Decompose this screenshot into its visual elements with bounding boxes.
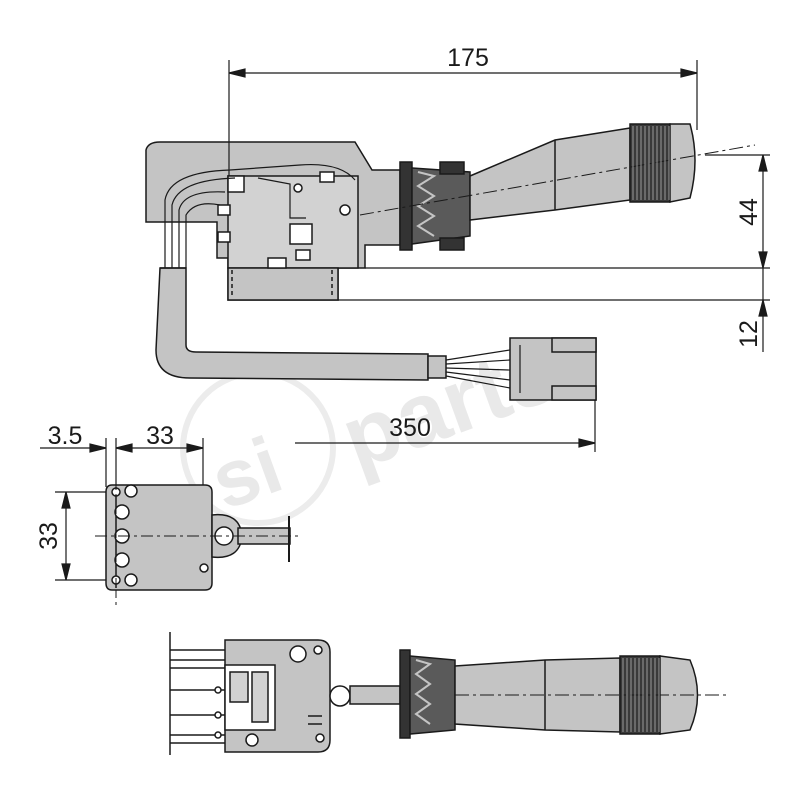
side-view-pivot-icon <box>329 685 351 707</box>
connector-latch <box>551 337 597 353</box>
side-clip-2 <box>217 204 231 216</box>
side-view-screw-icon-4 <box>245 733 259 747</box>
dim-44-arrow-bottom <box>758 251 768 269</box>
knurl-pattern-top <box>632 126 670 200</box>
connector-latch-2 <box>551 385 597 401</box>
dim-33h-arrow-bottom <box>61 563 71 581</box>
dim-350-arrow <box>578 438 596 448</box>
lever-centreline <box>359 144 756 216</box>
cable-sleeve <box>427 355 447 379</box>
dim-33h-label: 33 <box>35 522 63 550</box>
dim-44-arrow-top <box>758 154 768 172</box>
side-view-terminal-icon <box>214 686 222 694</box>
side-view-shaft <box>349 685 401 705</box>
side-clip <box>217 231 231 243</box>
side-view-knob-cap <box>659 655 699 735</box>
end-view <box>95 470 300 605</box>
dim-33w-arrow-left <box>115 443 133 453</box>
switch-base <box>227 267 339 301</box>
end-view-pin-icon <box>199 563 209 573</box>
dim-33w-label: 33 <box>146 422 174 450</box>
side-view-boot-ribs <box>414 659 433 725</box>
end-view-terminal-icon <box>114 504 130 520</box>
side-view-boot <box>409 655 456 735</box>
knurl-pattern-bottom <box>622 658 660 732</box>
side-view-screw-icon <box>289 645 307 663</box>
cable-wire-4 <box>445 371 511 381</box>
dim-44-label: 44 <box>735 198 763 226</box>
boot-ring <box>439 161 465 175</box>
side-view-terminal-icon-2 <box>214 711 222 719</box>
end-view-terminal-icon-3 <box>114 552 130 568</box>
cable-wire-5 <box>445 375 511 389</box>
dim-33h-arrow-top <box>61 491 71 509</box>
knob-cap <box>669 123 696 203</box>
housing-screw-icon <box>339 204 351 216</box>
dim-33w-arrow-right <box>186 443 204 453</box>
cable-harness <box>155 267 429 381</box>
side-view-screw-icon-3 <box>315 733 325 743</box>
dim-175-arrow-left <box>228 68 246 78</box>
knurled-knob <box>629 123 671 203</box>
internal-wire-3 <box>178 191 226 268</box>
internal-wire-4 <box>185 203 221 268</box>
side-view-boot-flange <box>399 649 411 739</box>
module-tab-2 <box>295 249 311 261</box>
internal-wire-1 <box>164 163 356 268</box>
top-view <box>145 123 756 401</box>
dimension-lines <box>40 60 770 581</box>
boot-ring-2 <box>439 237 465 251</box>
end-view-screw-icon-2 <box>124 573 138 587</box>
cable-wire-2 <box>445 359 511 365</box>
switch-module <box>227 175 359 269</box>
module-screw-icon <box>293 183 303 193</box>
internal-wire-2 <box>171 177 236 268</box>
dim-3-5-label: 3.5 <box>48 422 83 450</box>
module-tab <box>267 257 287 269</box>
dim-3-5-arrow <box>89 443 107 453</box>
side-view-contact-2 <box>251 671 269 723</box>
dim-175-label: 175 <box>447 44 489 72</box>
lever-stalk <box>469 127 631 221</box>
rubber-boot <box>411 167 471 245</box>
side-view-terminal-icon-3 <box>214 731 222 739</box>
end-view-screw-icon <box>124 484 138 498</box>
dim-12-arrow <box>758 299 768 317</box>
boot-ribs <box>416 171 437 237</box>
module-tab-3 <box>319 171 335 183</box>
end-view-body <box>105 484 213 591</box>
side-view <box>169 632 730 755</box>
cable-wire-1 <box>445 349 511 361</box>
module-clip <box>227 175 245 193</box>
module-contact <box>289 223 313 245</box>
dim-175-arrow-right <box>680 68 698 78</box>
side-view-screw-icon-2 <box>313 645 323 655</box>
dim-12-label: 12 <box>735 320 763 348</box>
internal-wire-5 <box>257 177 306 219</box>
side-view-contact <box>229 671 249 703</box>
dim-350-label: 350 <box>389 414 431 442</box>
cable-wire-3 <box>445 367 511 371</box>
dimension-labels: 175 44 12 350 3.5 33 33 <box>35 44 763 550</box>
